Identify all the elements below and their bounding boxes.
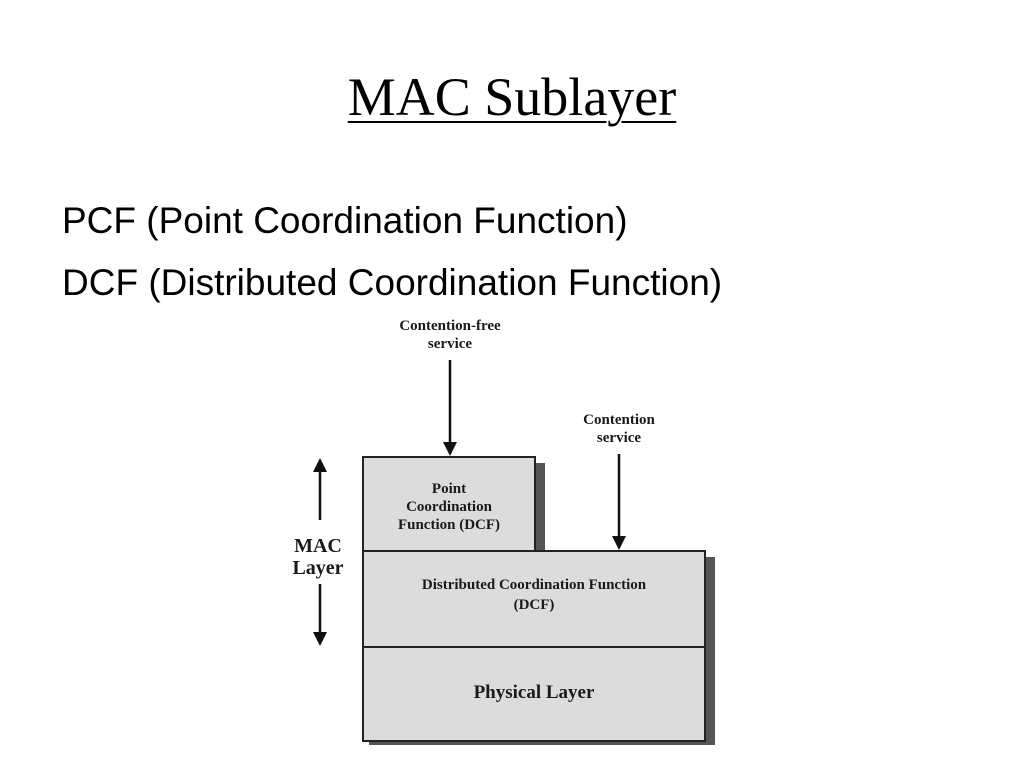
bullet-list: PCF (Point Coordination Function) DCF (D… bbox=[62, 190, 722, 314]
slide-title-text: MAC Sublayer bbox=[347, 67, 677, 127]
slide-title: MAC Sublayer bbox=[0, 62, 1024, 132]
pcf-box-label-line3: Function (DCF) bbox=[398, 517, 500, 533]
pcf-box bbox=[362, 456, 536, 552]
contention-free-arrowhead bbox=[443, 442, 457, 456]
bullet-pcf: PCF (Point Coordination Function) bbox=[62, 200, 628, 241]
dcf-box bbox=[362, 550, 706, 648]
contention-label-line1: Contention bbox=[583, 412, 655, 428]
contention-free-label-line1: Contention-free bbox=[399, 318, 501, 334]
contention-free-label-line2: service bbox=[428, 336, 472, 352]
mac-layer-label-line2: Layer bbox=[292, 557, 343, 579]
contention-label-line2: service bbox=[597, 430, 641, 446]
dcf-box-label-line2: (DCF) bbox=[514, 597, 555, 613]
bullet-dcf: DCF (Distributed Coordination Function) bbox=[62, 262, 723, 303]
dcf-box-label-line1: Distributed Coordination Function bbox=[422, 577, 647, 593]
physical-layer-box bbox=[362, 646, 706, 742]
contention-arrowhead bbox=[612, 536, 626, 550]
mac-sublayer-diagram: Contention-free service Contention servi… bbox=[278, 312, 726, 752]
pcf-box-label-line1: Point bbox=[432, 481, 466, 497]
mac-layer-arrowhead-down bbox=[313, 632, 327, 646]
diagram-canvas: Contention-free service Contention servi… bbox=[292, 318, 715, 745]
physical-layer-label: Physical Layer bbox=[474, 682, 595, 703]
mac-layer-label-line1: MAC bbox=[294, 535, 342, 557]
pcf-box-label-line2: Coordination bbox=[406, 499, 493, 515]
mac-layer-arrowhead-up bbox=[313, 458, 327, 472]
